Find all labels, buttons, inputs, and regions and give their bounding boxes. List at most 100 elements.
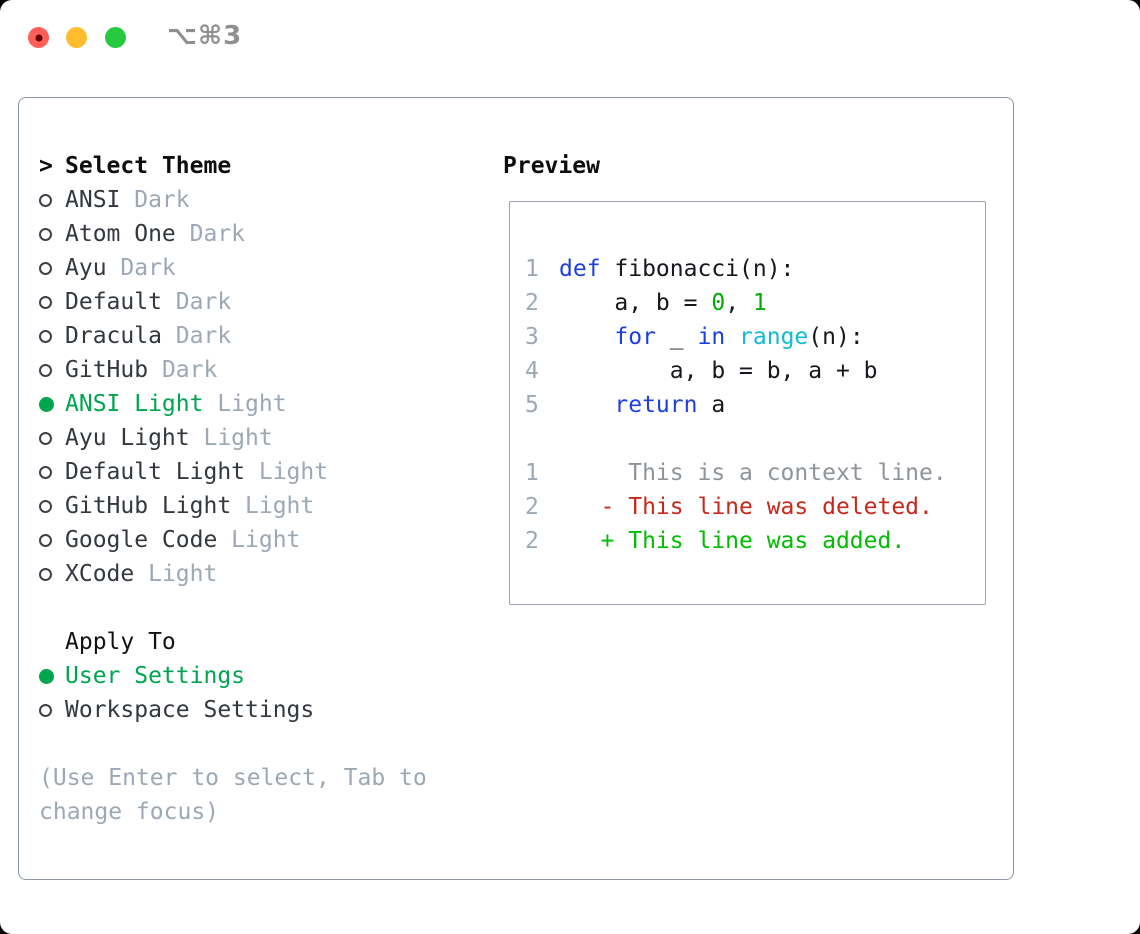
diff-text: This is a context line. (559, 460, 947, 486)
theme-variant-tag: Dark (161, 357, 218, 383)
line-number: 2 (525, 290, 539, 316)
radio-icon (39, 295, 65, 309)
theme-item[interactable]: ANSI Light Light (39, 387, 427, 421)
theme-item[interactable]: XCode Light (39, 557, 427, 591)
theme-item[interactable]: ANSI Dark (39, 183, 427, 217)
code-text: a, b = b, a + b (559, 358, 878, 384)
unsaved-dot-icon (35, 34, 42, 41)
radio-icon (39, 703, 65, 717)
radio-icon (39, 227, 65, 241)
theme-item-label: Default (65, 289, 162, 315)
theme-item-label: GitHub (65, 357, 149, 383)
spacer (39, 727, 427, 761)
maximize-button[interactable] (105, 27, 126, 48)
help-line-1: (Use Enter to select, Tab to (39, 765, 427, 791)
line-number: 2 (525, 494, 539, 520)
diff-line-added: 2 + This line was added. (525, 524, 985, 558)
theme-variant-tag: Dark (120, 255, 176, 281)
radio-icon (39, 329, 65, 343)
apply-to-title: Apply To (65, 629, 176, 655)
radio-icon (39, 261, 65, 275)
line-number: 1 (525, 256, 539, 282)
theme-item[interactable]: Google Code Light (39, 523, 427, 557)
code-line: 2 a, b = 0, 1 (525, 286, 985, 320)
radio-icon (39, 567, 65, 581)
line-number: 5 (525, 392, 539, 418)
code-line: 3 for _ in range(n): (525, 320, 985, 354)
line-number: 3 (525, 324, 539, 350)
theme-variant-tag: Dark (175, 323, 232, 349)
theme-item[interactable]: Dracula Dark (39, 319, 427, 353)
close-button[interactable] (28, 27, 49, 48)
theme-variant-tag: Light (258, 459, 329, 485)
theme-item-label: GitHub Light (65, 493, 232, 519)
spacer (39, 591, 427, 625)
radio-selected-icon (39, 396, 65, 412)
line-number: 4 (525, 358, 539, 384)
code-text: def fibonacci(n): (559, 256, 795, 282)
code-text: for _ in range(n): (614, 324, 864, 350)
help-line-2: change focus) (39, 799, 220, 825)
line-number: 2 (525, 528, 539, 554)
line-number: 1 (525, 460, 539, 486)
diff-block: 1 This is a context line.2 - This line w… (525, 456, 985, 558)
theme-item-label: Ayu Light (65, 425, 190, 451)
diff-text: + This line was added. (559, 528, 906, 554)
code-line: 4 a, b = b, a + b (525, 354, 985, 388)
diff-text: - This line was deleted. (559, 494, 933, 520)
apply-to-header: Apply To (39, 625, 427, 659)
radio-selected-icon (39, 668, 65, 684)
radio-icon (39, 363, 65, 377)
theme-variant-tag: Dark (134, 187, 190, 213)
apply-option[interactable]: Workspace Settings (39, 693, 427, 727)
apply-option-label: Workspace Settings (65, 697, 315, 723)
theme-item-label: Default Light (65, 459, 246, 485)
radio-icon (39, 431, 65, 445)
preview-header: Preview (503, 149, 986, 183)
theme-variant-tag: Dark (189, 221, 246, 247)
theme-item-label: ANSI Light (65, 391, 204, 417)
theme-variant-tag: Light (148, 561, 218, 587)
theme-item[interactable]: GitHub Dark (39, 353, 427, 387)
theme-item[interactable]: Ayu Light Light (39, 421, 427, 455)
theme-variant-tag: Light (203, 425, 273, 451)
radio-icon (39, 465, 65, 479)
select-theme-title: Select Theme (65, 153, 232, 179)
theme-item[interactable]: Ayu Dark (39, 251, 427, 285)
diff-line-context: 1 This is a context line. (525, 456, 985, 490)
theme-item-label: Dracula (65, 323, 162, 349)
theme-item-label: Ayu (65, 255, 107, 281)
code-line: 5 return a (525, 388, 985, 422)
select-theme-header: > Select Theme (39, 149, 427, 183)
help-text: (Use Enter to select, Tab to change focu… (39, 761, 427, 829)
theme-variant-tag: Light (231, 527, 301, 553)
code-text: a, b = 0, 1 (559, 290, 767, 316)
diff-line-deleted: 2 - This line was deleted. (525, 490, 985, 524)
preview-title: Preview (503, 153, 600, 179)
radio-icon (39, 499, 65, 513)
theme-item[interactable]: Default Light Light (39, 455, 427, 489)
theme-item-label: Google Code (65, 527, 218, 553)
radio-icon (39, 533, 65, 547)
code-text: return a (614, 392, 726, 418)
apply-option[interactable]: User Settings (39, 659, 427, 693)
theme-item-label: XCode (65, 561, 135, 587)
apply-option-label: User Settings (65, 663, 246, 689)
spacer (525, 422, 985, 456)
code-line: 1 def fibonacci(n): (525, 252, 985, 286)
minimize-button[interactable] (66, 27, 87, 48)
keyboard-shortcut-label: ⌥⌘3 (167, 21, 243, 51)
theme-variant-tag: Light (217, 391, 287, 417)
cursor-prompt-icon: > (39, 153, 53, 179)
radio-icon (39, 193, 65, 207)
theme-item-label: ANSI (65, 187, 121, 213)
